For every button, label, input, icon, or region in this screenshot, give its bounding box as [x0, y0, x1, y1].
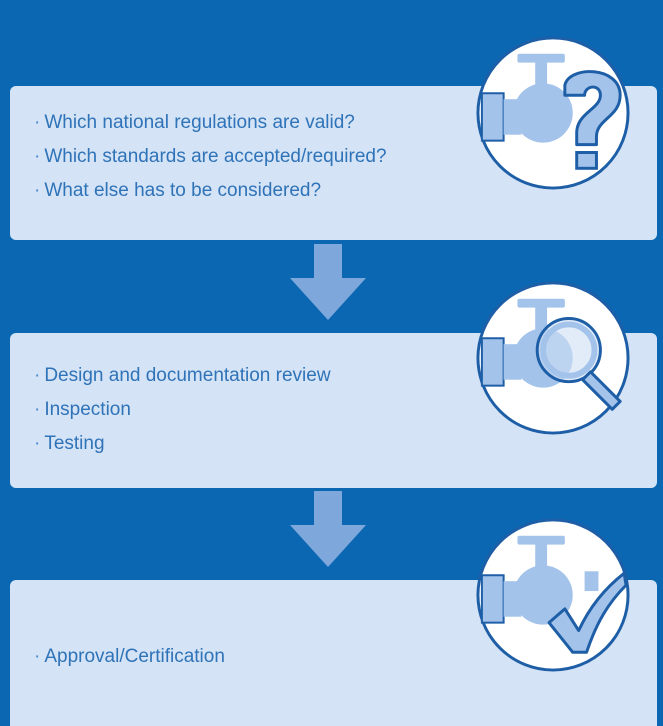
list-item: ·What else has to be considered?	[34, 174, 387, 208]
bullet: ·	[34, 365, 41, 386]
list-item-text: What else has to be considered?	[44, 180, 322, 201]
bullet: ·	[34, 112, 41, 133]
step-1-list: ·Which national regulations are valid? ·…	[34, 106, 387, 208]
flow-arrow-down-icon	[290, 491, 366, 567]
list-item: ·Design and documentation review	[34, 359, 331, 393]
bullet: ·	[34, 146, 41, 167]
flow-arrow-down-icon	[290, 244, 366, 320]
bullet: ·	[34, 180, 41, 201]
valve-checkmark-icon	[476, 518, 630, 672]
list-item: ·Approval/Certification	[34, 640, 225, 674]
bullet: ·	[34, 433, 41, 454]
list-item-text: Design and documentation review	[44, 365, 331, 386]
list-item-text: Which standards are accepted/required?	[44, 146, 387, 167]
valve-question-icon	[476, 36, 630, 190]
step-2-list: ·Design and documentation review ·Inspec…	[34, 359, 331, 461]
bullet: ·	[34, 399, 41, 420]
step-3-list: ·Approval/Certification	[34, 640, 225, 674]
list-item: ·Which national regulations are valid?	[34, 106, 387, 140]
list-item: ·Inspection	[34, 393, 331, 427]
valve-magnifier-icon	[476, 281, 630, 435]
list-item-text: Inspection	[44, 399, 131, 420]
list-item-text: Testing	[44, 433, 105, 454]
list-item: ·Testing	[34, 427, 331, 461]
bullet: ·	[34, 646, 41, 667]
list-item-text: Which national regulations are valid?	[44, 112, 355, 133]
list-item: ·Which standards are accepted/required?	[34, 140, 387, 174]
list-item-text: Approval/Certification	[44, 646, 225, 667]
